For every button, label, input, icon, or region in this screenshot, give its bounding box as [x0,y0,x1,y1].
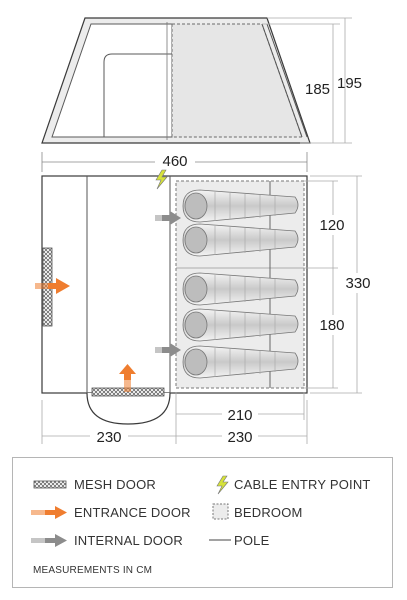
dim-bedroom-top: 120 [319,217,344,234]
dashed-square-icon [212,503,229,520]
legend-footnote: MEASUREMENTS IN CM [33,565,153,576]
cable-entry-icon [155,169,168,190]
legend-mesh-door: MESH DOOR [74,477,156,492]
dim-height-inner: 185 [305,81,330,98]
entrance-arrow-side [35,278,70,294]
dim-bedroom-length: 210 [227,407,252,424]
grey-arrow-icon [31,534,67,547]
pole-line-icon [209,539,231,541]
dim-width-total: 330 [345,275,370,292]
dim-bedroom-bottom: 180 [319,317,344,334]
sleeping-bag [182,189,299,223]
dim-length-total: 460 [162,153,187,170]
internal-arrow-bottom [155,343,181,357]
dim-rear-length: 230 [227,429,252,446]
dim-height-outer: 195 [337,75,362,92]
legend-pole: POLE [234,533,270,548]
tent-diagram: 185 195 460 [35,17,376,446]
sleeping-bag [182,272,299,306]
legend-internal-door: INTERNAL DOOR [74,533,184,548]
lightning-bolt-icon [216,475,229,495]
side-elevation [41,17,352,144]
dim-lines-right [304,175,376,394]
sleeping-bag [182,223,299,257]
legend-bedroom: BEDROOM [234,505,303,520]
legend-cable-entry: CABLE ENTRY POINT [234,477,371,492]
legend: MESH DOOR ENTRANCE DOOR INTERNAL DOOR CA… [12,457,393,588]
internal-arrow-top [155,211,181,225]
dim-porch-length: 230 [96,429,121,446]
mesh-door-icon [33,480,67,489]
sleeping-bag [182,308,299,342]
legend-entrance-door: ENTRANCE DOOR [74,505,191,520]
dim-lines-bottom [41,392,308,445]
orange-arrow-icon [31,506,67,519]
sleeping-bag [182,345,299,379]
dim-line-length [41,152,308,172]
entrance-arrow-front [119,364,136,392]
sleeping-bags [182,189,299,379]
